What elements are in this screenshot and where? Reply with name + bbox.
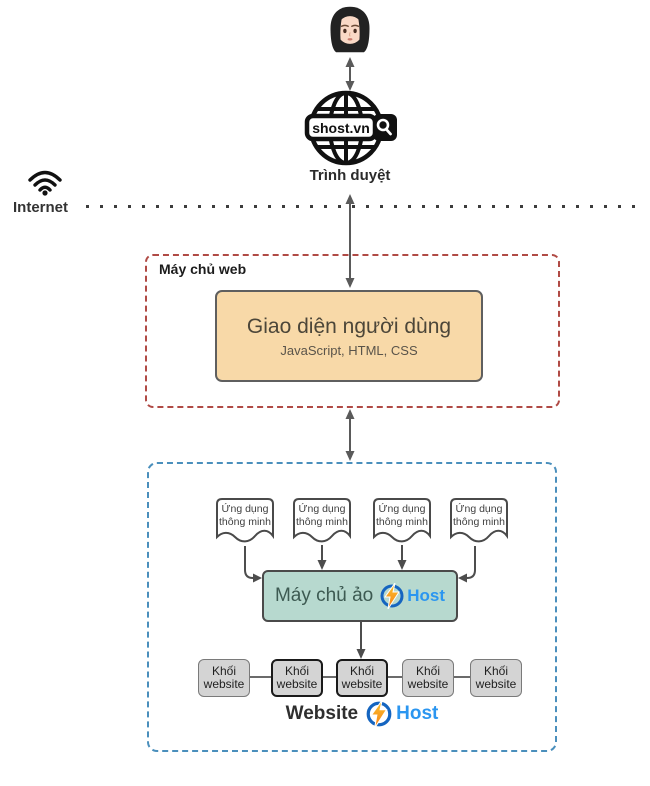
website-block: Khối website	[470, 659, 522, 697]
smart-app-doc: Ứng dụng thông minh	[371, 496, 433, 546]
footer-website-label: Website	[285, 703, 359, 724]
internet-label: Internet	[13, 199, 69, 216]
ui-box-title: Giao diện người dùng	[246, 314, 452, 338]
web-server-group: Máy chủ web	[145, 254, 560, 408]
website-host-footer: Website Host	[230, 700, 494, 728]
lightning-bolt-icon	[365, 700, 393, 728]
smart-app-label: Ứng dụng thông minh	[296, 503, 348, 529]
ui-box: Giao diện người dùng JavaScript, HTML, C…	[215, 290, 483, 382]
arrow-user-browser	[345, 57, 355, 91]
block-connector	[454, 676, 470, 678]
block-connector	[250, 676, 271, 678]
web-server-label: Máy chủ web	[159, 261, 247, 277]
smart-app-label: Ứng dụng thông minh	[376, 503, 428, 529]
footer-brand-label: Host	[396, 703, 439, 724]
block-connector	[323, 676, 336, 678]
virtual-server-label: Máy chủ ảo	[274, 585, 374, 606]
arrow-app4-server	[458, 546, 476, 583]
smart-app-doc: Ứng dụng thông minh	[291, 496, 353, 546]
arrow-browser-webserver	[345, 194, 355, 288]
browser-label: Trình duyệt	[309, 167, 391, 184]
arrow-webserver-hosting	[345, 409, 355, 461]
block-connector	[388, 676, 402, 678]
website-block: Khối website	[271, 659, 323, 697]
arrow-app1-server	[244, 546, 262, 583]
smart-app-doc: Ứng dụng thông minh	[448, 496, 510, 546]
user-woman-icon	[322, 4, 378, 56]
globe-search-icon: shost.vn	[302, 88, 398, 168]
website-block: Khối website	[198, 659, 250, 697]
smart-app-doc: Ứng dụng thông minh	[214, 496, 276, 546]
virtual-server-box: Máy chủ ảo Host	[262, 570, 458, 622]
website-block: Khối website	[336, 659, 388, 697]
wifi-icon	[26, 164, 64, 196]
virtual-server-brand: Host	[407, 586, 445, 605]
lightning-bolt-icon	[379, 583, 405, 609]
arrow-app3-server	[397, 545, 407, 570]
arrow-app2-server	[317, 545, 327, 570]
smart-app-label: Ứng dụng thông minh	[219, 503, 271, 529]
hosting-group	[147, 462, 557, 752]
smart-app-label: Ứng dụng thông minh	[453, 503, 505, 529]
internet-dotted-line	[86, 205, 640, 208]
website-block: Khối website	[402, 659, 454, 697]
ui-box-subtitle: JavaScript, HTML, CSS	[280, 342, 418, 358]
arrow-server-blocks	[356, 621, 366, 659]
browser-url-text: shost.vn	[312, 120, 370, 136]
